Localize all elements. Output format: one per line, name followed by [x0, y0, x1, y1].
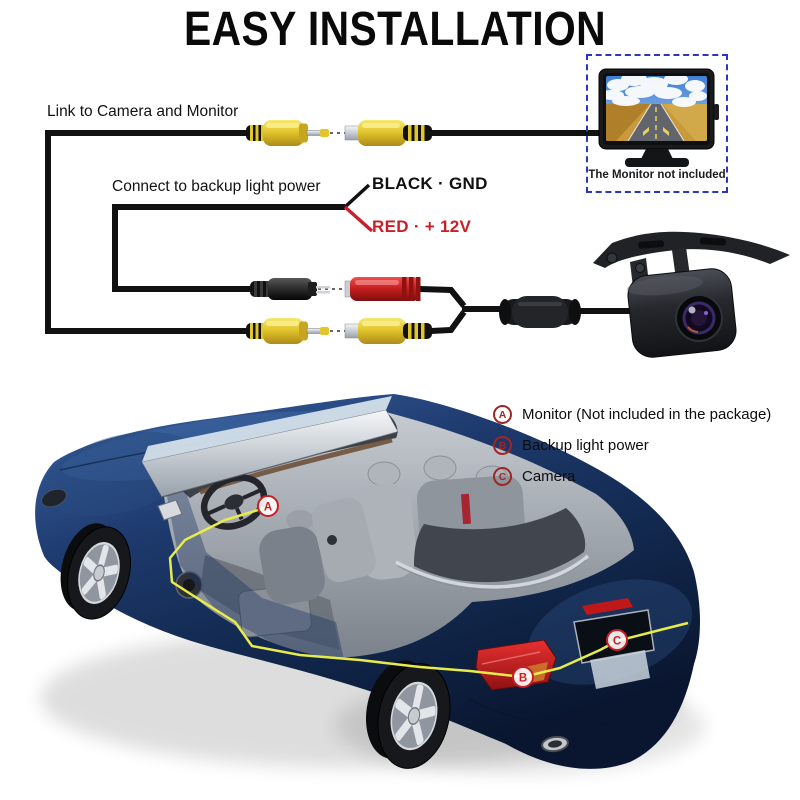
- legend-marker-a: A: [493, 405, 512, 424]
- legend-marker-b: B: [493, 436, 512, 455]
- connector-gap-dashes: [318, 132, 346, 332]
- car-illustration: A B C: [35, 394, 705, 774]
- legend-label-camera: Camera: [522, 468, 576, 485]
- camera-bracket: [593, 231, 790, 268]
- car-marker-c: C: [606, 629, 628, 651]
- headlight: [41, 488, 67, 508]
- steering-wheel: [200, 474, 268, 530]
- camera-lens: [675, 294, 723, 342]
- car-marker-a: A: [257, 495, 279, 517]
- connect-backup-power-label: Connect to backup light power: [112, 178, 321, 195]
- rca-yellow-male-bottom: [245, 317, 330, 345]
- svg-text:B: B: [519, 673, 527, 685]
- legend-label-backup-power: Backup light power: [522, 437, 649, 454]
- wire-black: [45, 130, 636, 334]
- power-wire-pointer: [343, 205, 374, 233]
- ground-wire-label: BLACK · GND: [372, 174, 488, 193]
- rca-yellow-male-top: [245, 119, 330, 147]
- ferrite-bead: [499, 296, 581, 328]
- legend: A Monitor (Not included in the package) …: [493, 405, 771, 498]
- rear-wheel: [365, 660, 451, 769]
- exhaust-pipe: [541, 735, 569, 753]
- monitor-not-included-box: [586, 54, 728, 193]
- link-camera-monitor-label: Link to Camera and Monitor: [47, 103, 239, 120]
- power-wire-label: RED · + 12V: [372, 217, 472, 236]
- legend-item-monitor: A Monitor (Not included in the package): [493, 405, 771, 424]
- rca-yellow-female-top: [344, 119, 433, 147]
- third-brake-light: [582, 598, 633, 615]
- wiring-diagram: [45, 119, 636, 345]
- rca-yellow-female-bottom: [344, 317, 433, 345]
- clouds: [606, 76, 707, 107]
- camera-cable-route: [168, 505, 689, 679]
- camera-illustration: [593, 231, 790, 358]
- ground-wire-pointer: [343, 183, 371, 209]
- side-mirror: [157, 499, 183, 521]
- legend-item-backup-power: B Backup light power: [493, 436, 771, 455]
- monitor-screen: [606, 76, 707, 141]
- windshield-glass: [142, 396, 392, 462]
- svg-text:A: A: [264, 502, 272, 514]
- tonneau-cover: [414, 508, 586, 583]
- page-title: EASY INSTALLATION: [184, 3, 607, 56]
- legend-label-monitor: Monitor (Not included in the package): [522, 406, 772, 423]
- car-marker-b: B: [512, 666, 534, 688]
- legend-item-camera: C Camera: [493, 467, 771, 486]
- monitor-caption: The Monitor not included: [588, 169, 726, 181]
- monitor-illustration: [598, 68, 719, 167]
- front-wheel: [60, 523, 131, 620]
- power-connector-black-male: [250, 278, 330, 300]
- svg-text:C: C: [613, 636, 621, 648]
- legend-marker-c: C: [493, 467, 512, 486]
- power-connector-red-female: [344, 277, 421, 301]
